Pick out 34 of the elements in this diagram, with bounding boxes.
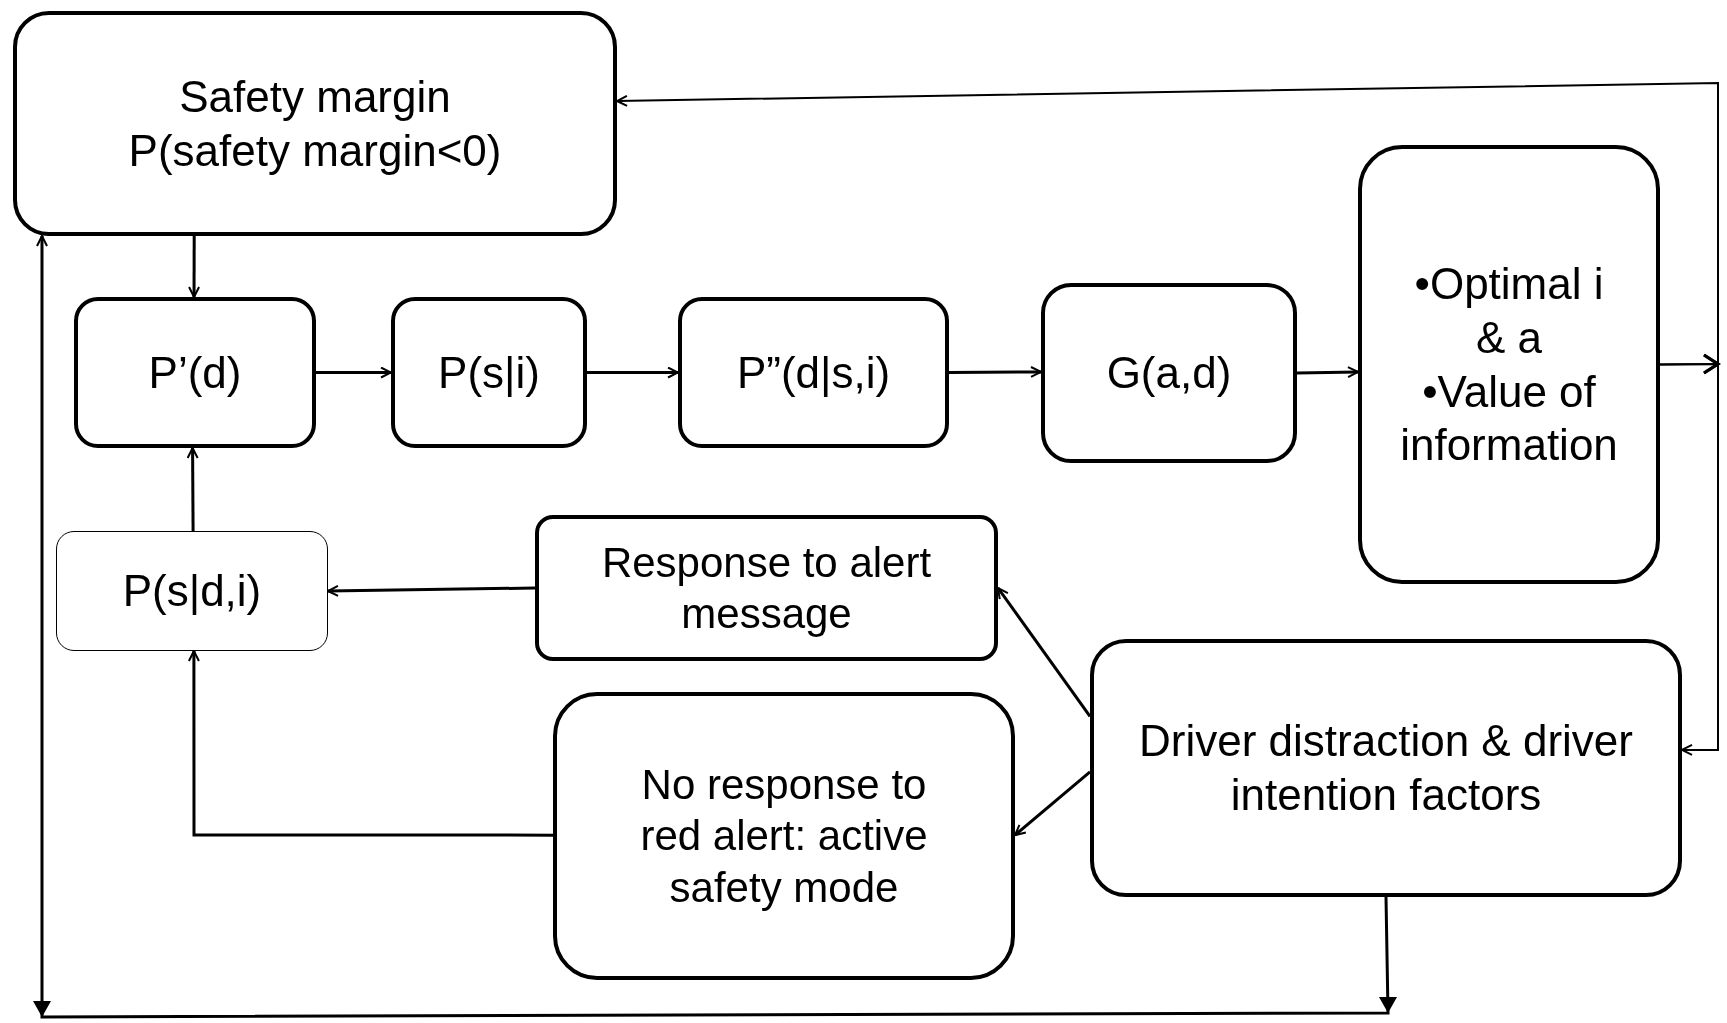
arrow xyxy=(187,650,553,837)
box-label: •Optimal i & a xyxy=(1413,258,1605,364)
process-box xyxy=(74,297,316,448)
box-label: Safety margin xyxy=(179,70,451,123)
process-box xyxy=(391,297,587,448)
arrow xyxy=(33,235,1397,1019)
arrow xyxy=(316,366,392,379)
arrow xyxy=(1659,353,1721,756)
box-label: Response to alert message xyxy=(600,537,933,639)
arrow xyxy=(1014,770,1091,837)
process-box xyxy=(56,531,328,651)
arrow xyxy=(949,366,1042,378)
arrow xyxy=(186,447,199,531)
arrow xyxy=(188,236,201,298)
box-label: P(s|d,i) xyxy=(122,565,262,618)
arrow xyxy=(1296,366,1359,379)
process-box xyxy=(1041,283,1297,463)
box-label: •Value of information xyxy=(1400,365,1618,472)
box-label: P”(d|s,i) xyxy=(736,346,891,399)
box-label: P(s|i) xyxy=(438,346,540,399)
process-box xyxy=(553,692,1015,980)
process-box xyxy=(535,515,998,661)
box-label: P’(d) xyxy=(148,346,242,399)
process-box xyxy=(678,297,949,448)
arrow xyxy=(327,584,536,597)
arrow xyxy=(996,587,1092,718)
box-label: Driver distraction & driver intention factors xyxy=(1138,715,1634,821)
box-label: P(safety margin<0) xyxy=(128,124,502,177)
box-label: G(a,d) xyxy=(1106,347,1232,400)
process-box xyxy=(1358,145,1660,584)
process-box xyxy=(1090,639,1682,897)
arrow xyxy=(587,366,679,379)
box-label: No response to red alert: active safety mode xyxy=(639,760,929,913)
process-box xyxy=(13,11,617,236)
